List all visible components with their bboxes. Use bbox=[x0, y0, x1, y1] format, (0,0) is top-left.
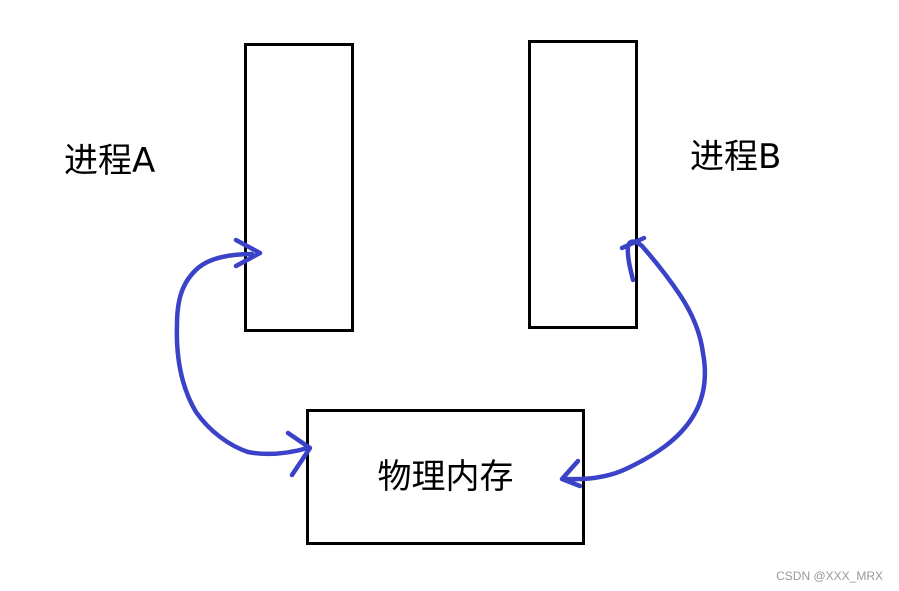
process-a-box bbox=[244, 43, 354, 332]
physical-memory-box: 物理内存 bbox=[306, 409, 585, 545]
physical-memory-label: 物理内存 bbox=[377, 457, 514, 497]
process-b-box bbox=[528, 40, 638, 329]
process-b-label: 进程B bbox=[690, 137, 782, 177]
watermark: CSDN @XXX_MRX bbox=[776, 569, 883, 583]
process-a-label: 进程A bbox=[64, 141, 156, 181]
